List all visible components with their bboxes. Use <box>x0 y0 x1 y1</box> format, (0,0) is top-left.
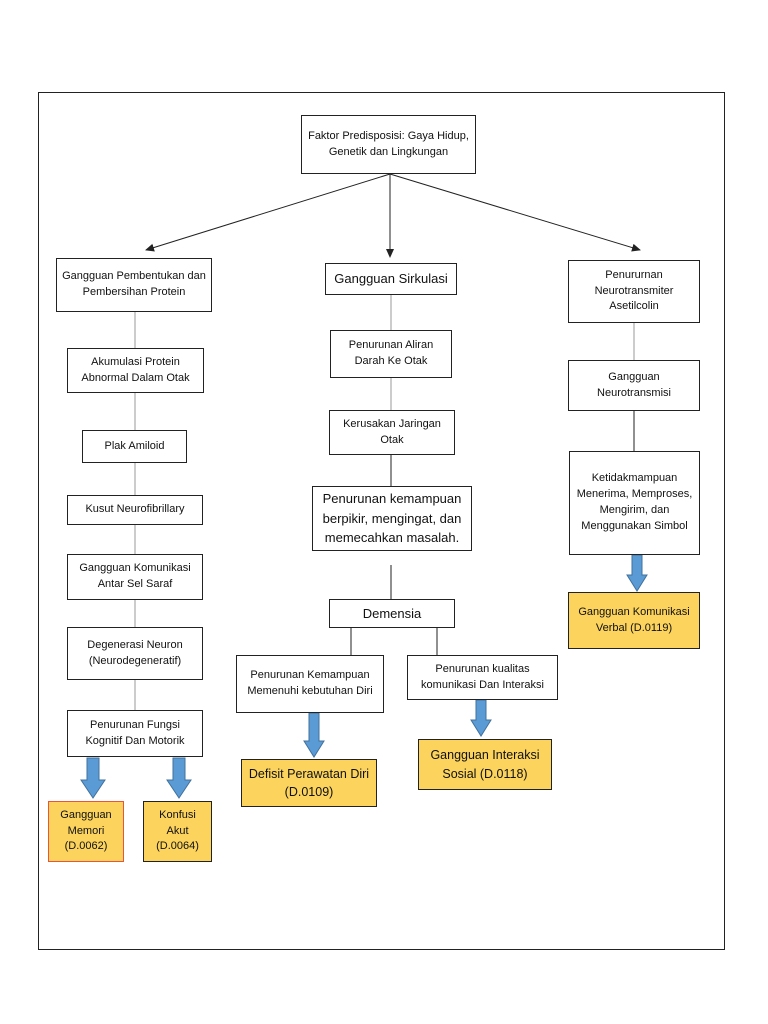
center-step-2: Kerusakan Jaringan Otak <box>329 410 455 455</box>
blue-arrow-memori <box>80 757 106 799</box>
demensia-box: Demensia <box>329 599 455 628</box>
left-step-4: Gangguan Komunikasi Antar Sel Saraf <box>67 554 203 600</box>
diagnosis-gangguan-memori: Gangguan Memori (D.0062) <box>48 801 124 862</box>
right-step-2: Ketidakmampuan Menerima, Memproses, Meng… <box>569 451 700 555</box>
root-factor-box: Faktor Predisposisi: Gaya Hidup, Genetik… <box>301 115 476 174</box>
center-step-3: Penurunan kemampuan berpikir, mengingat,… <box>312 486 472 551</box>
blue-arrow-konfusi <box>166 757 192 799</box>
arrow-root-left <box>145 173 391 252</box>
center-sub-left: Penurunan Kemampuan Memenuhi kebutuhan D… <box>236 655 384 713</box>
diagnosis-defisit-perawatan-diri: Defisit Perawatan Diri (D.0109) <box>241 759 377 807</box>
left-branch-title: Gangguan Pembentukan dan Pembersihan Pro… <box>56 258 212 312</box>
arrow-root-right <box>389 173 641 252</box>
diagnosis-gangguan-komunikasi-verbal: Gangguan Komunikasi Verbal (D.0119) <box>568 592 700 649</box>
center-branch-title: Gangguan Sirkulasi <box>325 263 457 295</box>
right-step-1: Gangguan Neurotransmisi <box>568 360 700 411</box>
left-step-6: Penurunan Fungsi Kognitif Dan Motorik <box>67 710 203 757</box>
left-step-3: Kusut Neurofibrillary <box>67 495 203 525</box>
diagnosis-konfusi-akut: Konfusi Akut (D.0064) <box>143 801 212 862</box>
blue-arrow-defisit <box>303 712 325 758</box>
right-branch-title: Penururnan Neurotransmiter Asetilcolin <box>568 260 700 323</box>
left-step-1: Akumulasi Protein Abnormal Dalam Otak <box>67 348 204 393</box>
left-step-5: Degenerasi Neuron (Neurodegeneratif) <box>67 627 203 680</box>
blue-arrow-interaksi <box>470 699 492 737</box>
diagnosis-gangguan-interaksi-sosial: Gangguan Interaksi Sosial (D.0118) <box>418 739 552 790</box>
diagram-frame <box>38 92 725 950</box>
left-step-2: Plak Amiloid <box>82 430 187 463</box>
blue-arrow-verbal <box>626 554 648 592</box>
center-sub-right: Penurunan kualitas komunikasi Dan Intera… <box>407 655 558 700</box>
center-step-1: Penurunan Aliran Darah Ke Otak <box>330 330 452 378</box>
